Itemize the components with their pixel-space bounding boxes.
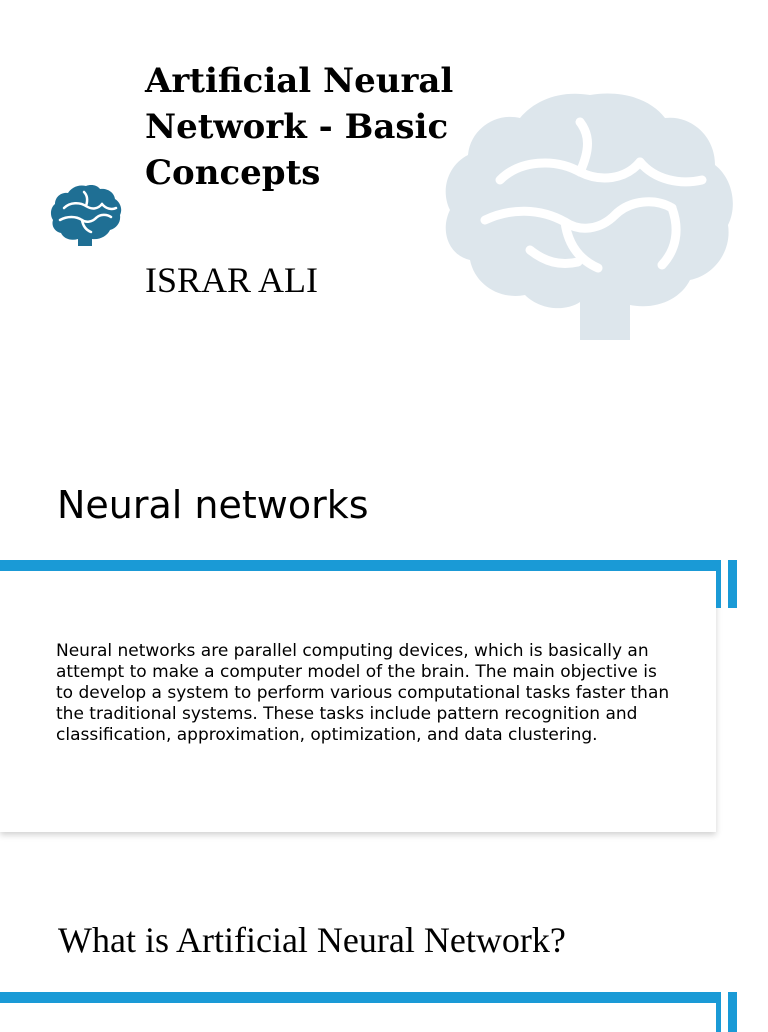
- section-heading: Neural networks: [57, 483, 369, 527]
- author-name: ISRAR ALI: [145, 260, 319, 300]
- content-card: Neural networks are parallel computing d…: [0, 571, 716, 832]
- presentation-title: Artificial Neural Network - Basic Concep…: [145, 61, 454, 193]
- brain-icon-small: [50, 185, 122, 246]
- what-is-ann-slide: What is Artificial Neural Network?: [0, 880, 768, 1032]
- card-body-text: Neural networks are parallel computing d…: [56, 641, 670, 745]
- accent-tick: [728, 992, 737, 1032]
- accent-tick: [716, 560, 721, 608]
- accent-tick: [716, 992, 721, 1032]
- accent-tick: [728, 560, 737, 608]
- section-heading: What is Artificial Neural Network?: [58, 920, 566, 960]
- neural-networks-slide: Neural networks Neural networks are para…: [0, 440, 768, 860]
- title-slide: Artificial Neural Network - Basic Concep…: [0, 0, 768, 380]
- brain-icon-large: [445, 93, 733, 340]
- accent-bar: [0, 992, 720, 1003]
- accent-bar: [0, 560, 720, 571]
